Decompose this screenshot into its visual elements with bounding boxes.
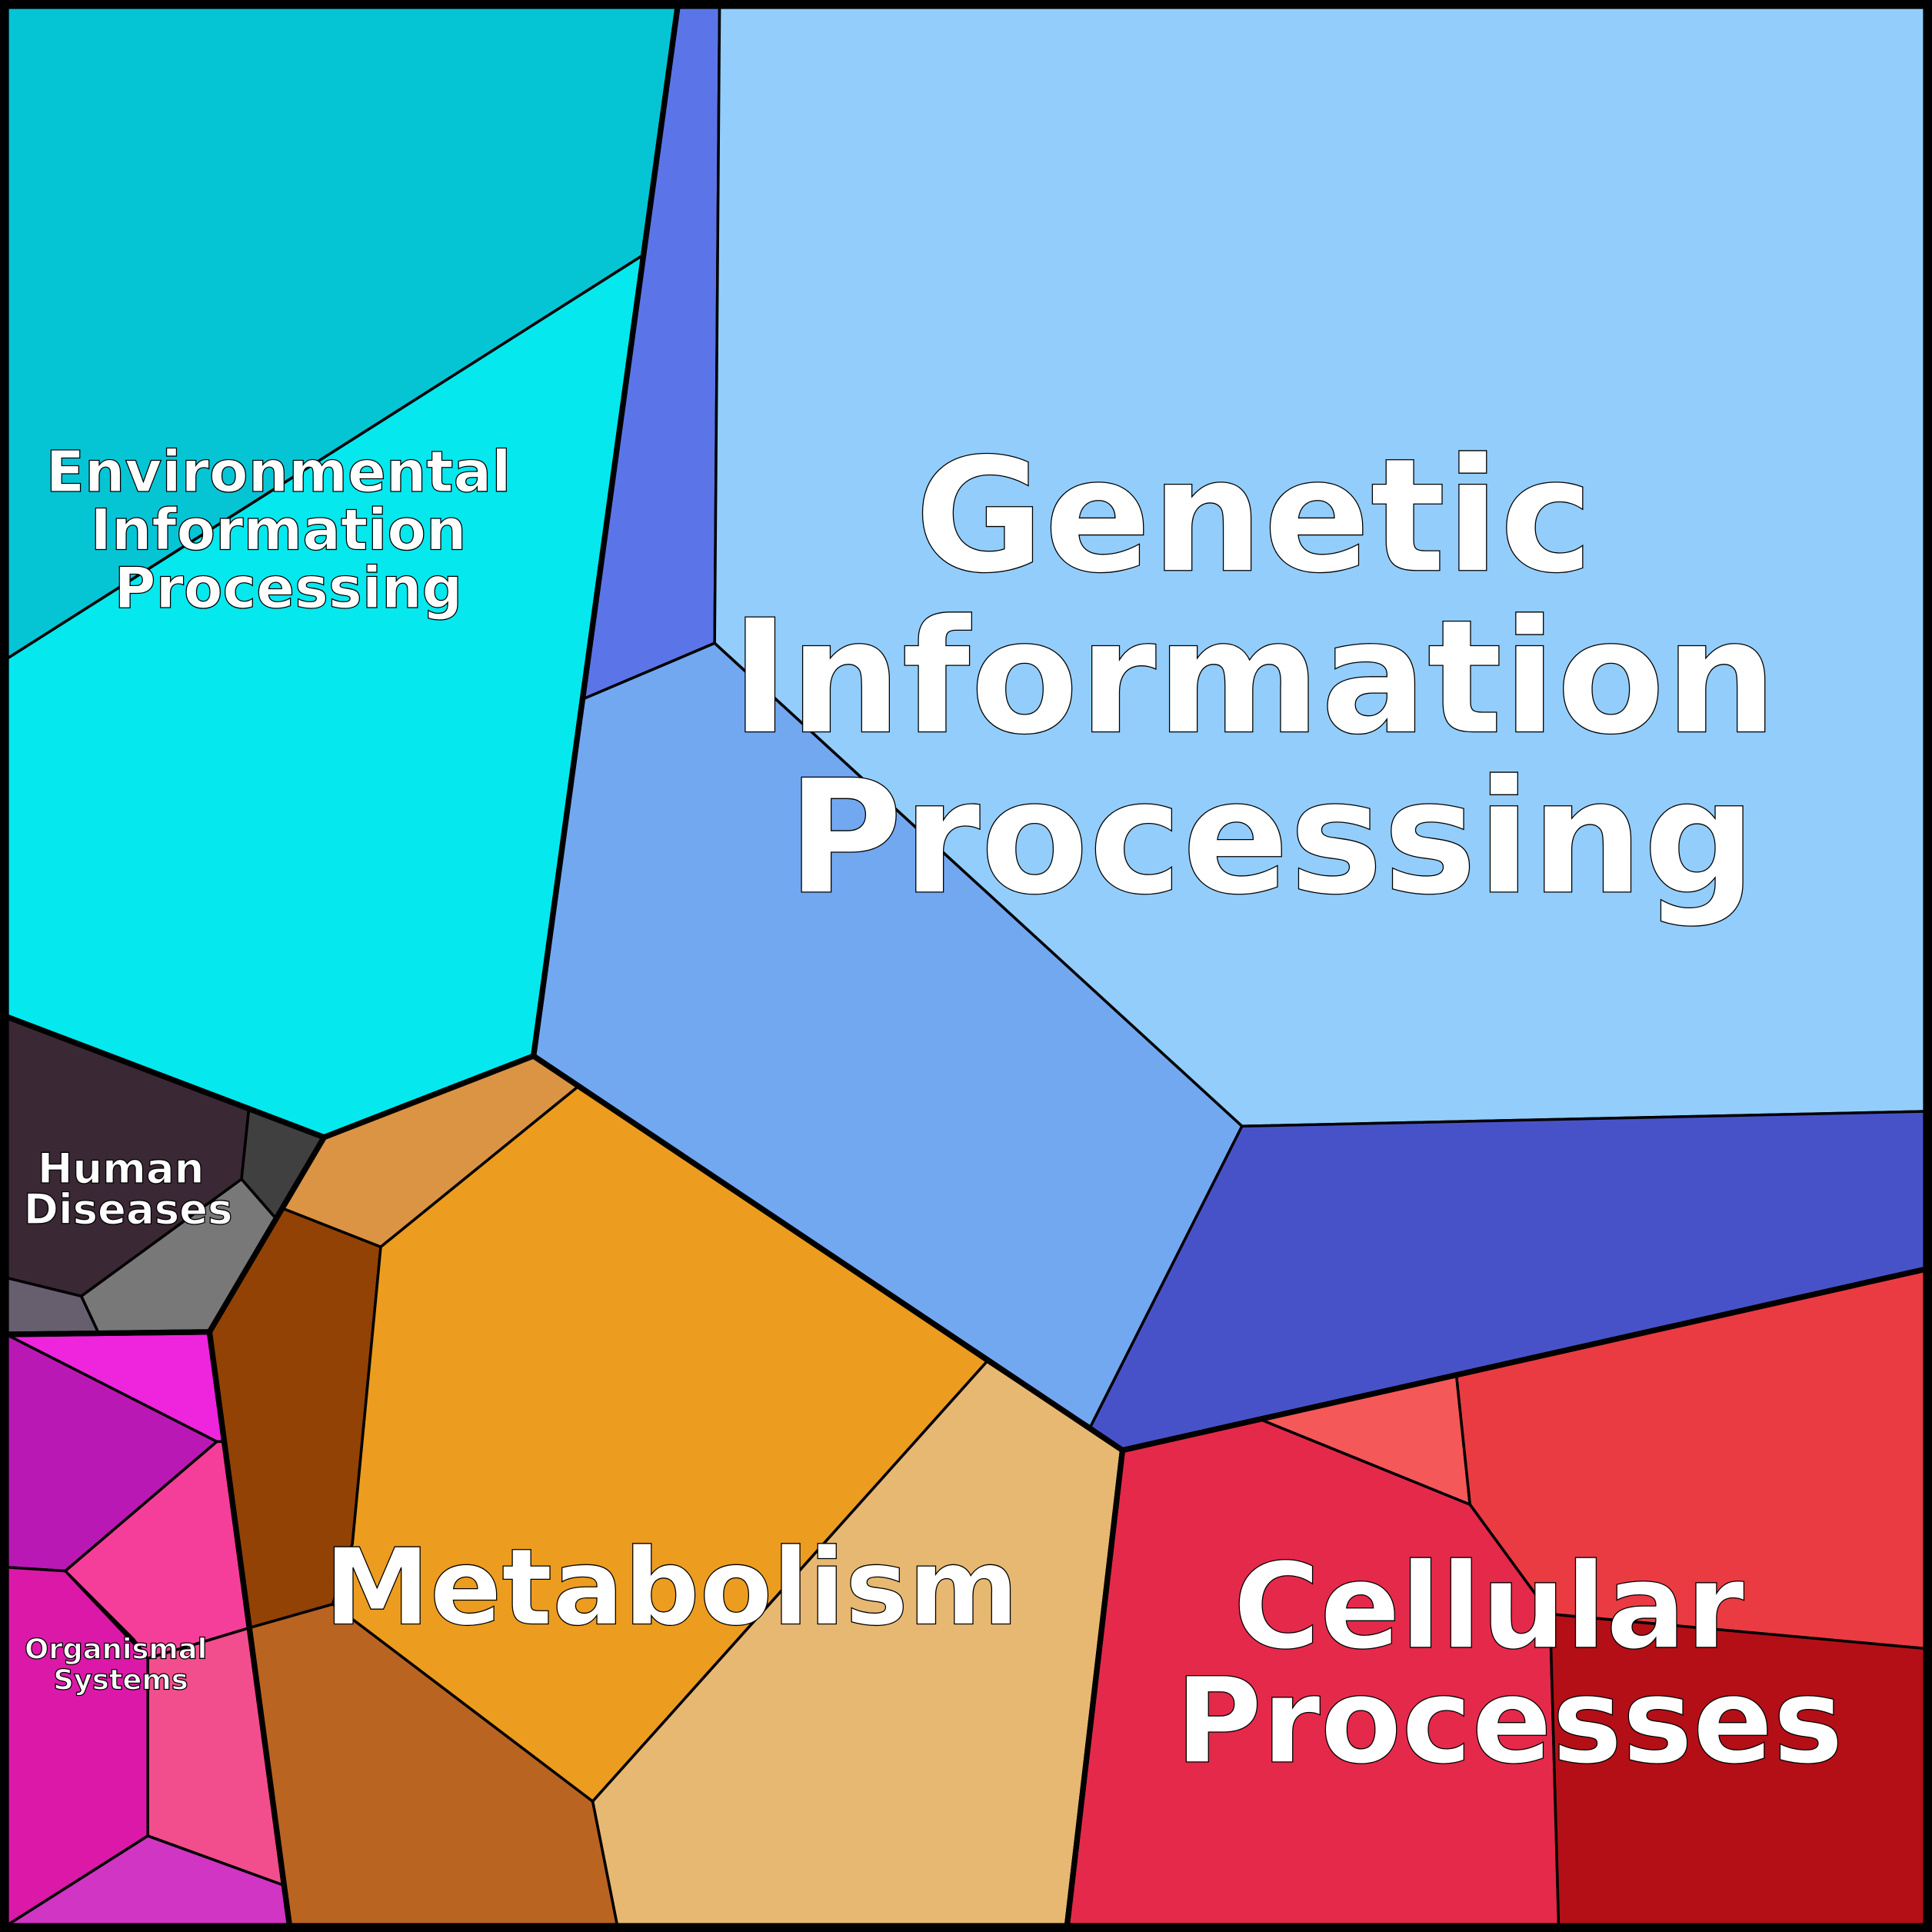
label-genetic: Genetic Information Processing bbox=[731, 425, 1832, 930]
label-line: Organismal bbox=[25, 1632, 207, 1665]
label-line: Processing bbox=[114, 556, 462, 621]
label-line: Information bbox=[91, 498, 467, 564]
group-metabolism bbox=[208, 1054, 1124, 1927]
label-cellular-processes: Cellular Processes bbox=[1175, 1538, 1844, 1790]
label-line: Processing bbox=[787, 747, 1756, 930]
label-line: Processes bbox=[1175, 1653, 1844, 1790]
label-line: Diseases bbox=[24, 1184, 233, 1234]
label-line: Genetic bbox=[914, 425, 1593, 608]
group-organismal-systems bbox=[5, 1331, 291, 1927]
label-organismal-systems: Organismal Systems bbox=[25, 1632, 217, 1696]
label-line: Cellular bbox=[1234, 1538, 1745, 1676]
label-environmental: Environmental Information Processing bbox=[46, 440, 531, 621]
label-line: Metabolism bbox=[325, 1526, 1019, 1649]
label-line: Human bbox=[38, 1144, 205, 1193]
group-cellular-processes bbox=[1065, 1267, 1927, 1927]
label-human-diseases: Human Diseases bbox=[24, 1144, 233, 1234]
group-genetic-information-processing bbox=[531, 5, 1927, 1452]
label-line: Systems bbox=[53, 1663, 188, 1696]
label-line: Information bbox=[731, 587, 1777, 770]
label-line: Environmental bbox=[46, 440, 511, 505]
label-metabolism: Metabolism bbox=[325, 1526, 1019, 1649]
